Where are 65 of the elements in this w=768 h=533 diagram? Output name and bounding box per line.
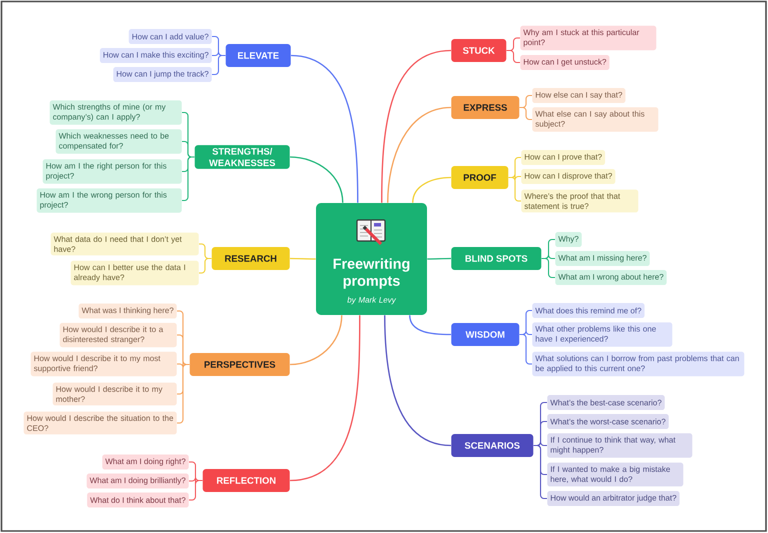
bracket-connector <box>542 258 555 278</box>
topic-box: WISDOM <box>451 323 520 346</box>
bracket-connector <box>534 444 547 500</box>
prompt-box: How would I describe it to my mother? <box>52 382 177 406</box>
curved-connector <box>290 54 358 203</box>
prompt-box: How can I better use the data I already have? <box>70 260 199 286</box>
prompt-box: What solutions can I borrow from past problems that can be applied to this current one? <box>532 352 744 376</box>
prompt-box: How would I describe it to my most supportive friend? <box>30 352 177 376</box>
central-topic-box: Freewriting prompts by Mark Levy <box>316 203 427 315</box>
prompt-box: How would an arbitrator judge that? <box>547 491 680 506</box>
prompt-box: What am I doing brilliantly? <box>86 474 189 488</box>
topic-box: PROOF <box>451 166 508 189</box>
topic-box: RESEARCH <box>212 247 290 270</box>
prompt-box: How can I make this exciting? <box>100 48 212 63</box>
prompt-box: How am I the wrong person for this project? <box>36 188 182 213</box>
topic-box: STUCK <box>451 39 506 62</box>
topic-box: REFLECTION <box>202 469 290 492</box>
topic-box: EXPRESS <box>451 96 520 119</box>
prompt-box: What other problems like this one have I experienced? <box>532 322 672 347</box>
topic-box: BLIND SPOTS <box>451 247 542 270</box>
curved-connector <box>290 315 342 366</box>
bracket-connector <box>212 54 226 76</box>
curved-connector <box>381 50 452 203</box>
curved-connector <box>387 106 452 203</box>
prompt-box: If I continue to think that way, what might happen? <box>547 433 692 458</box>
prompt-box: What else can I say about this subject? <box>532 107 658 132</box>
curved-connector <box>290 156 344 203</box>
prompt-box: Which strengths of mine (or my company’s) can I apply? <box>50 100 182 125</box>
topic-box: PERSPECTIVES <box>190 353 290 376</box>
prompt-box: How can I jump the track? <box>113 67 212 82</box>
topic-box: SCENARIOS <box>451 434 534 457</box>
curved-connector <box>427 258 451 260</box>
prompt-box: How can I get unstuck? <box>520 55 610 70</box>
prompt-box: What was I thinking here? <box>78 304 177 318</box>
bracket-connector <box>506 50 520 64</box>
curved-connector <box>384 315 452 446</box>
prompt-box: How else can I say that? <box>532 88 626 103</box>
prompt-box: Why am I stuck at this particular point? <box>520 26 656 50</box>
topic-box: ELEVATE <box>226 44 291 67</box>
prompt-box: What’s the best-case scenario? <box>547 395 665 410</box>
curved-connector <box>290 315 360 482</box>
prompt-box: How am I the right person for this project? <box>42 159 182 184</box>
prompt-box: If I wanted to make a big mistake here, what would I do? <box>547 462 684 486</box>
bracket-connector <box>189 480 202 501</box>
curved-connector <box>290 258 316 260</box>
prompt-box: What am I missing here? <box>555 251 650 266</box>
prompt-box: What’s the worst-case scenario? <box>547 414 669 429</box>
prompt-box: Which weaknesses need to be compensated for? <box>56 129 182 154</box>
prompt-box: What does this remind me of? <box>532 303 645 318</box>
topic-box: STRENGTHS/ WEAKNESSES <box>194 145 290 169</box>
prompt-box: How can I add value? <box>128 29 212 44</box>
prompt-box: What am I doing right? <box>102 454 189 470</box>
prompt-box: How would I describe the situation to the CEO? <box>24 412 177 434</box>
prompt-box: Where’s the proof that that statement is true? <box>521 190 638 212</box>
prompt-box: How can I prove that? <box>521 150 606 165</box>
bracket-connector <box>520 106 532 120</box>
bracket-connector <box>199 258 212 274</box>
prompt-box: What data do I need that I don’t yet have? <box>50 232 199 256</box>
prompt-box: How can I disprove that? <box>521 169 616 184</box>
prompt-box: How would I describe it to a disinterested stranger? <box>60 322 177 348</box>
prompt-box: What do I think about that? <box>87 492 189 508</box>
prompt-box: What am I wrong about here? <box>555 270 667 285</box>
curved-connector <box>409 315 451 336</box>
curved-connector <box>412 176 452 203</box>
prompt-box: Why? <box>555 232 582 247</box>
